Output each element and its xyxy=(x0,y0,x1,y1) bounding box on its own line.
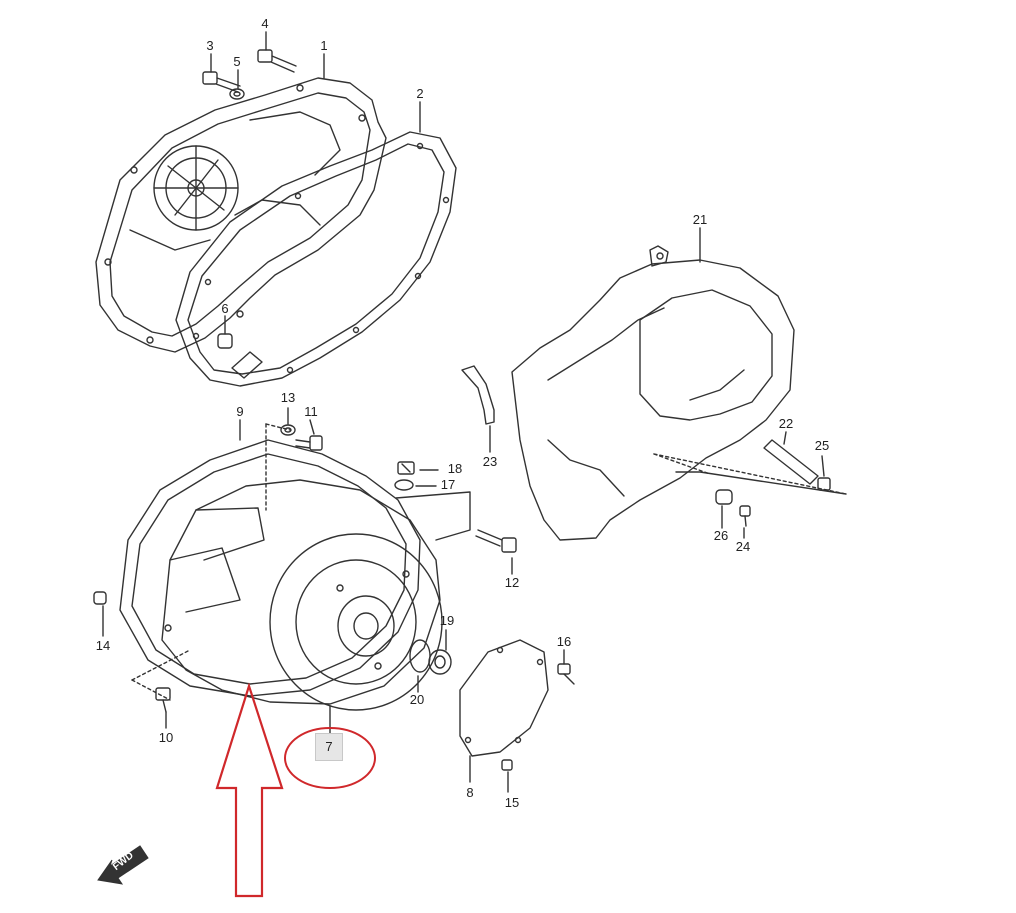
sprocket-cover-part-21 xyxy=(511,245,795,541)
part-label-1: 1 xyxy=(320,38,328,53)
part-label-20: 20 xyxy=(409,692,425,707)
gasket-part-2 xyxy=(175,131,457,387)
part-label-13: 13 xyxy=(280,390,296,405)
plug-part-14 xyxy=(93,591,107,605)
part-label-5: 5 xyxy=(233,54,241,69)
part-label-23: 23 xyxy=(482,454,498,469)
highlighted-part-label-box: 7 xyxy=(315,733,343,761)
part-label-18: 18 xyxy=(447,461,463,476)
part-label-14: 14 xyxy=(95,638,111,653)
part-label-11: 11 xyxy=(304,404,318,419)
highlighted-part-label: 7 xyxy=(325,739,333,754)
bolt-part-10 xyxy=(155,687,171,713)
part-label-10: 10 xyxy=(158,730,174,745)
washer-part-13 xyxy=(280,424,296,436)
part-label-17: 17 xyxy=(440,477,456,492)
part-label-6: 6 xyxy=(221,301,229,316)
part-label-16: 16 xyxy=(556,634,572,649)
bolt-part-4 xyxy=(257,49,297,73)
forward-direction-icon xyxy=(97,845,149,885)
part-label-8: 8 xyxy=(466,785,474,800)
magneto-cover-part-7 xyxy=(161,479,471,711)
o-ring-part-17 xyxy=(394,479,414,491)
clip-part-23 xyxy=(461,365,495,425)
part-label-15: 15 xyxy=(504,795,520,810)
part-label-2: 2 xyxy=(416,86,424,101)
part-label-4: 4 xyxy=(261,16,269,31)
part-label-3: 3 xyxy=(206,38,214,53)
bolt-part-3 xyxy=(202,71,241,93)
plug-part-18 xyxy=(397,461,415,475)
highlight-arrow-icon xyxy=(215,682,284,898)
dowel-pin-part-6 xyxy=(217,333,233,349)
part-label-12: 12 xyxy=(504,575,520,590)
bolt-part-12 xyxy=(475,529,517,553)
collar-part-26 xyxy=(715,489,733,505)
cover-part-8 xyxy=(459,639,549,757)
o-ring-part-20 xyxy=(409,639,431,673)
gasket-part-9 xyxy=(119,439,421,697)
part-label-22: 22 xyxy=(778,416,794,431)
bolt-part-16 xyxy=(557,663,575,685)
pin-part-22 xyxy=(763,439,819,485)
part-label-25: 25 xyxy=(814,438,830,453)
part-label-21: 21 xyxy=(692,212,708,227)
part-label-19: 19 xyxy=(439,613,455,628)
bolt-part-24 xyxy=(739,505,751,527)
bolt-part-11 xyxy=(295,435,323,451)
part-label-9: 9 xyxy=(236,404,244,419)
part-label-24: 24 xyxy=(735,539,751,554)
highlight-circle xyxy=(284,727,376,789)
bolt-part-15 xyxy=(501,759,513,771)
washer-part-5 xyxy=(229,88,245,100)
part-label-26: 26 xyxy=(713,528,729,543)
